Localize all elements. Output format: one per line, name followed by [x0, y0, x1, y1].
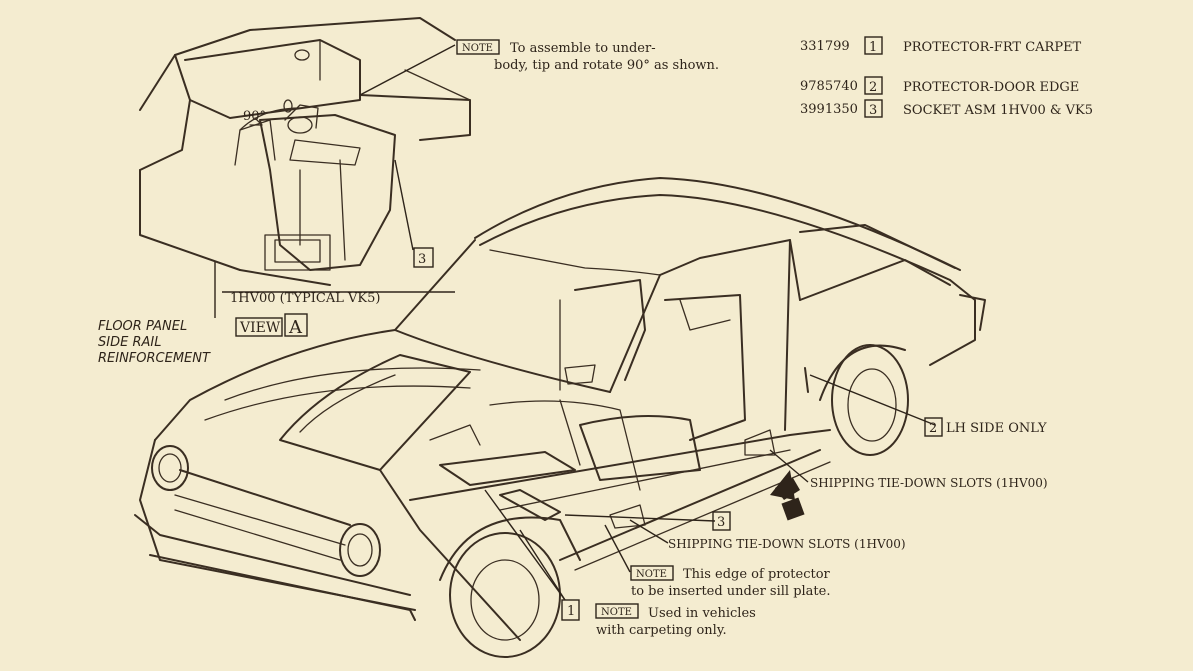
note-carpet-line-2: with carpeting only. — [596, 623, 727, 638]
note-badge — [630, 565, 674, 581]
detail-view-a-drawing — [139, 17, 471, 318]
view-label-box — [235, 317, 283, 337]
part-description-3: SOCKET ASM 1HV00 & VK5 — [903, 103, 1093, 118]
rotation-angle: 90° — [243, 109, 266, 124]
view-letter-box — [284, 313, 308, 337]
callout-box-door-edge — [924, 417, 943, 437]
note-badge-label: NOTE — [601, 607, 632, 618]
part-number-1: 331799 — [800, 39, 850, 54]
part-callout-box-2 — [864, 76, 883, 95]
note-assemble: NOTE To assemble to under- body, tip and… — [456, 39, 719, 73]
part-description-1: PROTECTOR-FRT CARPET — [903, 40, 1082, 55]
car-callouts: 2 LH SIDE ONLY SHIPPING TIE-DOWN SLOTS (… — [561, 417, 1048, 621]
detail-caption: 1HV00 (TYPICAL VK5) — [230, 291, 380, 306]
note-edge-line-2: to be inserted under sill plate. — [631, 584, 830, 599]
part-callout-3: 3 — [869, 103, 877, 118]
floor-label-line-2: SIDE RAIL — [98, 335, 161, 350]
note-assemble-line-2: body, tip and rotate 90° as shown. — [494, 58, 719, 73]
parts-list: 331799 1 PROTECTOR-FRT CARPET 9785740 2 … — [800, 36, 1093, 118]
callout-box-socket — [413, 247, 434, 268]
callout-box-socket-lower — [712, 511, 731, 531]
callout-socket: 3 — [418, 252, 426, 267]
callout-socket-lower: 3 — [717, 515, 725, 530]
note-carpet-line-1: Used in vehicles — [648, 606, 756, 621]
floor-label-line-1: FLOOR PANEL — [98, 319, 187, 334]
detail-labels: 90° 1HV00 (TYPICAL VK5) VIEW A FLOOR PAN… — [98, 109, 434, 366]
part-number-2: 9785740 — [800, 79, 858, 94]
part-callout-box-1 — [864, 36, 883, 55]
tie-down-slots-upper: SHIPPING TIE-DOWN SLOTS (1HV00) — [810, 476, 1048, 490]
note-edge: NOTE This edge of protector to be insert… — [630, 565, 831, 599]
floor-label-line-3: REINFORCEMENT — [98, 351, 211, 366]
note-edge-line-1: This edge of protector — [683, 567, 831, 582]
part-callout-1: 1 — [869, 40, 877, 55]
note-badge-label: NOTE — [636, 569, 667, 580]
view-a-arrow: A — [770, 470, 805, 521]
part-number-3: 3991350 — [800, 102, 858, 117]
tie-down-slots-lower: SHIPPING TIE-DOWN SLOTS (1HV00) — [668, 537, 906, 551]
note-badge-label: NOTE — [462, 43, 493, 54]
callout-door-edge: 2 — [929, 421, 937, 436]
view-letter: A — [288, 317, 303, 338]
note-assemble-line-1: To assemble to under- — [510, 41, 656, 56]
callout-box-carpet — [561, 599, 580, 621]
note-carpet: NOTE Used in vehicles with carpeting onl… — [595, 603, 756, 638]
part-callout-box-3 — [864, 99, 883, 118]
view-label: VIEW — [239, 320, 281, 336]
part-callout-2: 2 — [869, 80, 877, 95]
leader-lines — [484, 374, 936, 601]
callout-carpet: 1 — [567, 604, 575, 619]
part-description-2: PROTECTOR-DOOR EDGE — [903, 80, 1079, 95]
view-a-arrow-letter: A — [786, 504, 797, 518]
car-drawing — [134, 177, 986, 658]
note-badge — [456, 39, 500, 55]
note-badge — [595, 603, 639, 619]
door-edge-text: LH SIDE ONLY — [946, 421, 1047, 436]
